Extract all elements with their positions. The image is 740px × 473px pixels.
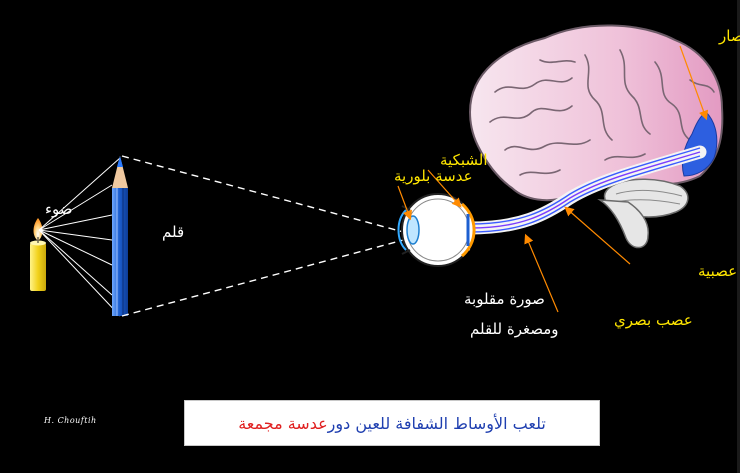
caption-highlight-text: عدسة مجمعة	[238, 413, 328, 433]
label-pencil: قلم	[162, 223, 184, 241]
caption-box: تلعب الأوساط الشفافة للعين دور عدسة مجمع…	[184, 400, 600, 446]
pointer-retina	[427, 169, 462, 208]
optic-nerve	[463, 145, 707, 235]
label-visual-cortex: باحة الإبصار	[718, 27, 740, 45]
brain	[468, 24, 724, 249]
pointer-visual-area	[679, 45, 709, 121]
pointer-optic-nerve	[524, 233, 559, 313]
retina-arc	[461, 202, 476, 258]
label-optic-nerve: عصب بصري	[614, 311, 693, 330]
label-nerve-fibers: ألياف عصبية	[698, 261, 740, 280]
label-image-line1: صورة مقلوبة	[464, 290, 545, 308]
eye	[397, 193, 476, 267]
candle-flame	[33, 218, 43, 241]
caption-main-text: تلعب الأوساط الشفافة للعين دور	[327, 413, 546, 433]
pointer-lines	[397, 45, 709, 313]
pencil	[112, 156, 128, 316]
pointer-lens	[397, 185, 412, 221]
light-rays	[38, 157, 121, 317]
pointer-nerve-fibers	[564, 206, 631, 265]
pencil-tip-wood	[112, 156, 128, 188]
brain-folds	[489, 49, 715, 176]
label-light: ضوء	[45, 200, 73, 218]
label-crystalline-lens: عدسة بلورية	[394, 167, 473, 185]
label-image-line2: ومصغرة للقلم	[470, 320, 559, 338]
author-signature: H. Chouftih	[44, 416, 97, 425]
label-retina: الشبكية	[440, 151, 488, 169]
brain-stem	[597, 199, 649, 249]
crystalline-lens	[406, 215, 420, 245]
pencil-lead	[117, 156, 123, 167]
pencil-body	[112, 188, 128, 316]
candle-body	[30, 243, 46, 291]
candle	[30, 218, 46, 291]
nerve-fibers	[469, 147, 701, 233]
